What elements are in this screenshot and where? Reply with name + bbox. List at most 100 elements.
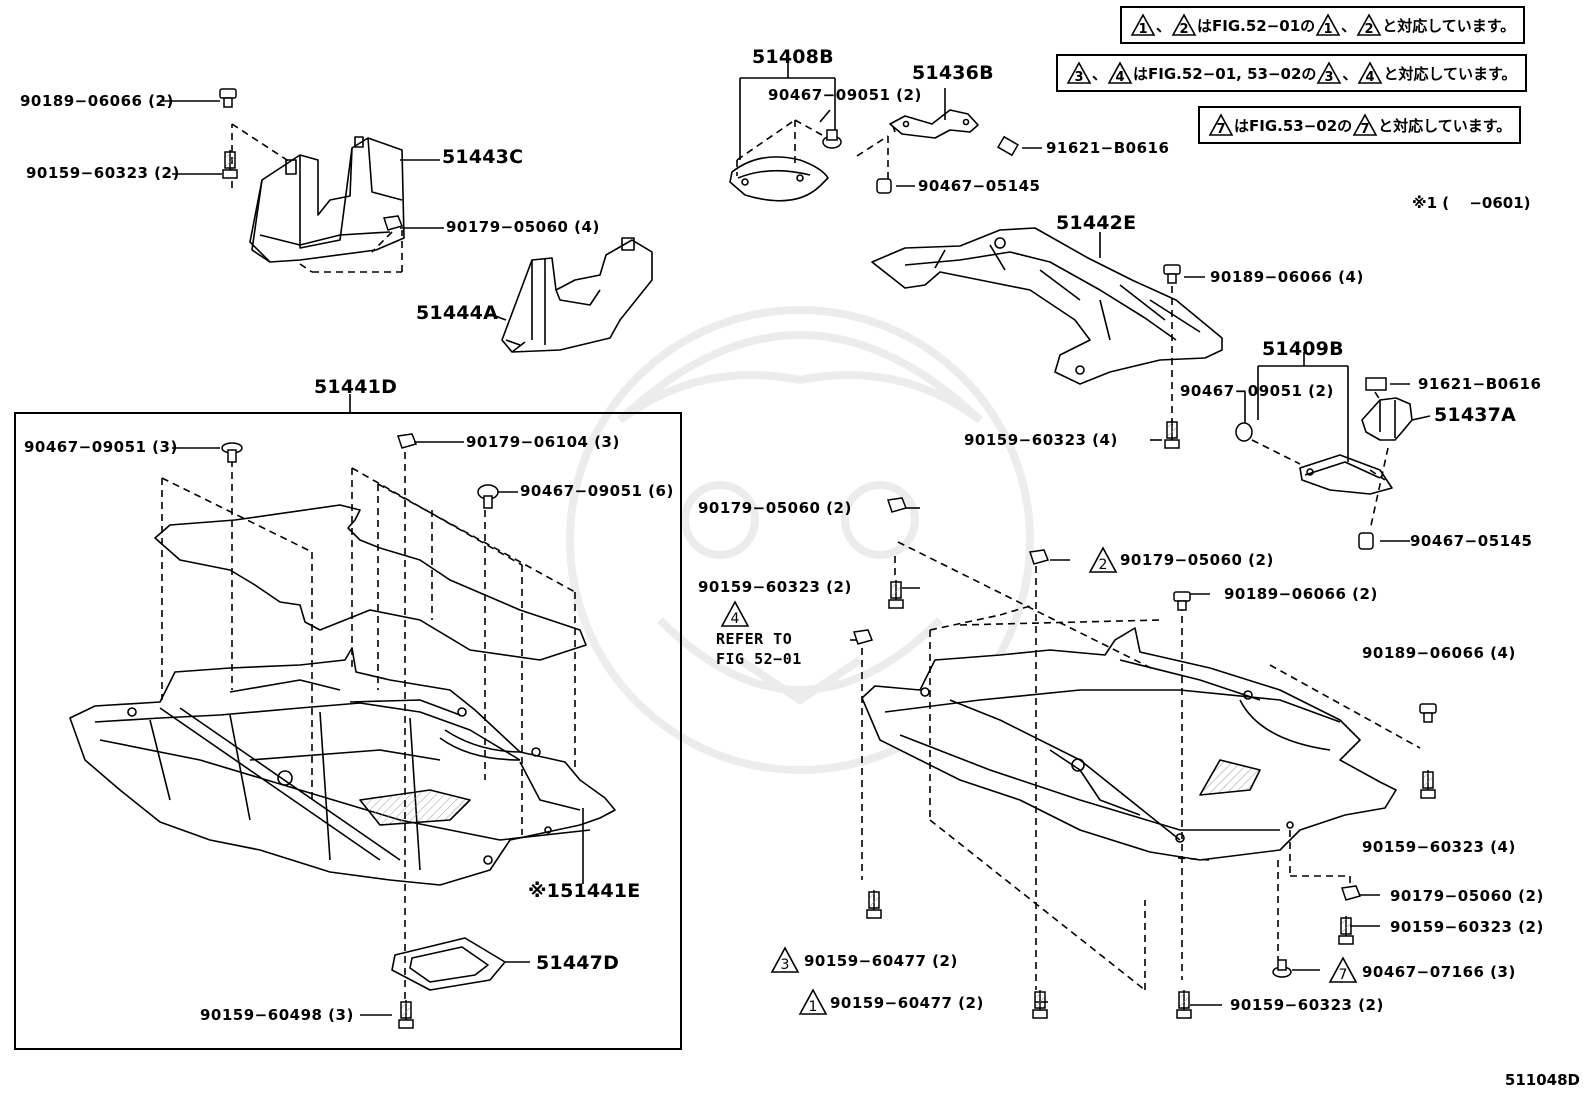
leaders-main [819,109,1431,1006]
note-text: と対応しています。 [1378,116,1512,135]
label-90179-05060-4[interactable]: 90179−05060 (4) [446,218,600,236]
assembly-lines-inset [161,452,576,1000]
leaders-inset [349,394,584,1016]
push-rivet-icon [221,442,243,463]
label-90159-60477-2-b[interactable]: 90159−60477 (2) [830,994,984,1012]
label-51408B[interactable]: 51408B [752,46,834,68]
label-51444A[interactable]: 51444A [416,302,499,324]
triangle-tag-icon: 3 [770,946,800,973]
label-90159-60498-3[interactable]: 90159−60498 (3) [200,1006,354,1024]
note-text: はFIG.52−01の [1197,16,1316,35]
label-51442E[interactable]: 51442E [1056,212,1137,234]
label-51441D[interactable]: 51441D [314,376,398,398]
label-90189-06066-4-right[interactable]: 90189−06066 (4) [1362,644,1516,662]
note-text: はFIG.52−01, 53−02の [1133,64,1317,83]
triangle-tag-icon: 2 [1088,546,1118,573]
nut-clip-icon [1341,885,1362,901]
clip-icon [219,88,237,108]
assembly-lines-main [861,541,1421,991]
label-90467-05145-right[interactable]: 90467−05145 [1410,532,1533,550]
note-text: と対応しています。 [1382,16,1516,35]
bolt-icon [1420,770,1436,799]
note-sep: 、 [1341,16,1357,35]
nut-clip-icon [1029,549,1050,565]
part-51441D-shield [69,504,616,886]
label-51436B[interactable]: 51436B [912,62,994,84]
svg-text:2: 2 [1365,22,1374,37]
svg-text:3: 3 [1325,70,1334,85]
nut-clip-icon [383,215,404,231]
label-90159-60323-2-bottom[interactable]: 90159−60323 (2) [1230,996,1384,1014]
label-91621-B0616-right[interactable]: 91621−B0616 [1418,375,1542,393]
label-90467-05145-top[interactable]: 90467−05145 [918,177,1041,195]
bolt-icon [1365,377,1387,391]
label-90189-06066-2-mid[interactable]: 90189−06066 (2) [1224,585,1378,603]
label-90159-60323-2-right[interactable]: 90159−60323 (2) [1390,918,1544,936]
label-90179-06104-3[interactable]: 90179−06104 (3) [466,433,620,451]
watermark-logo [566,306,1034,774]
bolt-icon [1176,990,1192,1019]
triangle-tag-icon: 2 [1356,13,1382,37]
triangle-tag-icon: 4 [1107,61,1133,85]
part-51443C [249,136,405,263]
label-51443C[interactable]: 51443C [442,146,524,168]
leaders-labels [160,100,518,493]
note-1: 1 、 2 はFIG.52−01の 1 、 2 と対応しています。 [1120,6,1526,44]
note-2: 3 、 4 はFIG.52−01, 53−02の 3 、 4 と対応しています。 [1056,54,1527,92]
label-51409B[interactable]: 51409B [1262,338,1344,360]
label-90159-60323-4-right[interactable]: 90159−60323 (4) [1362,838,1516,856]
leader-51408B [739,60,836,160]
bolt-icon [866,890,882,919]
triangle-tag-icon: 1 [798,988,828,1015]
inset-frame-51441D [14,412,682,1050]
push-rivet-icon [822,129,842,149]
svg-text:1: 1 [1138,22,1147,37]
triangle-tag-icon: 4 [720,600,750,627]
grommet-icon [876,178,892,194]
clip-icon [1163,264,1181,284]
triangle-tag-icon: 2 [1171,13,1197,37]
fasteners [219,88,1437,1029]
label-90467-09051-2-top[interactable]: 90467−09051 (2) [768,86,922,104]
label-90159-60323-2-mid[interactable]: 90159−60323 (2) [698,578,852,596]
triangle-tag-icon: 1 [1315,13,1341,37]
bolt-icon [222,150,238,179]
triangle-tag-icon: 4 [1358,61,1383,85]
label-90179-05060-2-a[interactable]: 90179−05060 (2) [698,499,852,517]
clip-icon [1419,703,1437,723]
label-91621-B0616-top[interactable]: 91621−B0616 [1046,139,1170,157]
label-90467-09051-3[interactable]: 90467−09051 (3) [24,438,178,456]
label-90179-05060-2-c[interactable]: 90179−05060 (2) [1390,887,1544,905]
bolt-icon [398,1000,414,1029]
part-51442E [871,227,1223,385]
push-rivet-icon [1272,959,1292,978]
assembly-lines-51443C [231,123,403,273]
label-90159-60477-2-a[interactable]: 90159−60477 (2) [804,952,958,970]
label-151441E[interactable]: ※151441E [528,880,641,902]
note-sep: 、 [1092,64,1108,83]
label-90189-06066-4-top[interactable]: 90189−06066 (4) [1210,268,1364,286]
label-90159-60323-2-left[interactable]: 90159−60323 (2) [26,164,180,182]
svg-text:1: 1 [809,999,818,1015]
part-main-undercover [861,627,1397,861]
svg-text:2: 2 [1179,22,1188,37]
label-90467-09051-6[interactable]: 90467−09051 (6) [520,482,674,500]
label-51447D[interactable]: 51447D [536,952,620,974]
label-90467-09051-2-right[interactable]: 90467−09051 (2) [1180,382,1334,400]
bolt-icon [1032,990,1048,1019]
bolt-icon [997,135,1019,157]
label-51437A[interactable]: 51437A [1434,404,1517,426]
svg-text:2: 2 [1099,557,1108,573]
assembly-lines-51409B [1251,391,1389,531]
triangle-tag-icon: 3 [1066,61,1092,85]
triangle-tag-icon: 7 [1328,956,1358,983]
label-90179-05060-2-b[interactable]: 90179−05060 (2) [1120,551,1274,569]
part-51408B [729,156,829,202]
remark-note: ※1 ( −0601) [1412,194,1531,212]
label-90189-06066-2[interactable]: 90189−06066 (2) [20,92,174,110]
label-90159-60323-4-mid[interactable]: 90159−60323 (4) [964,431,1118,449]
part-51409B [1299,454,1393,495]
svg-text:4: 4 [731,611,740,627]
label-90467-07166-3[interactable]: 90467−07166 (3) [1362,963,1516,981]
